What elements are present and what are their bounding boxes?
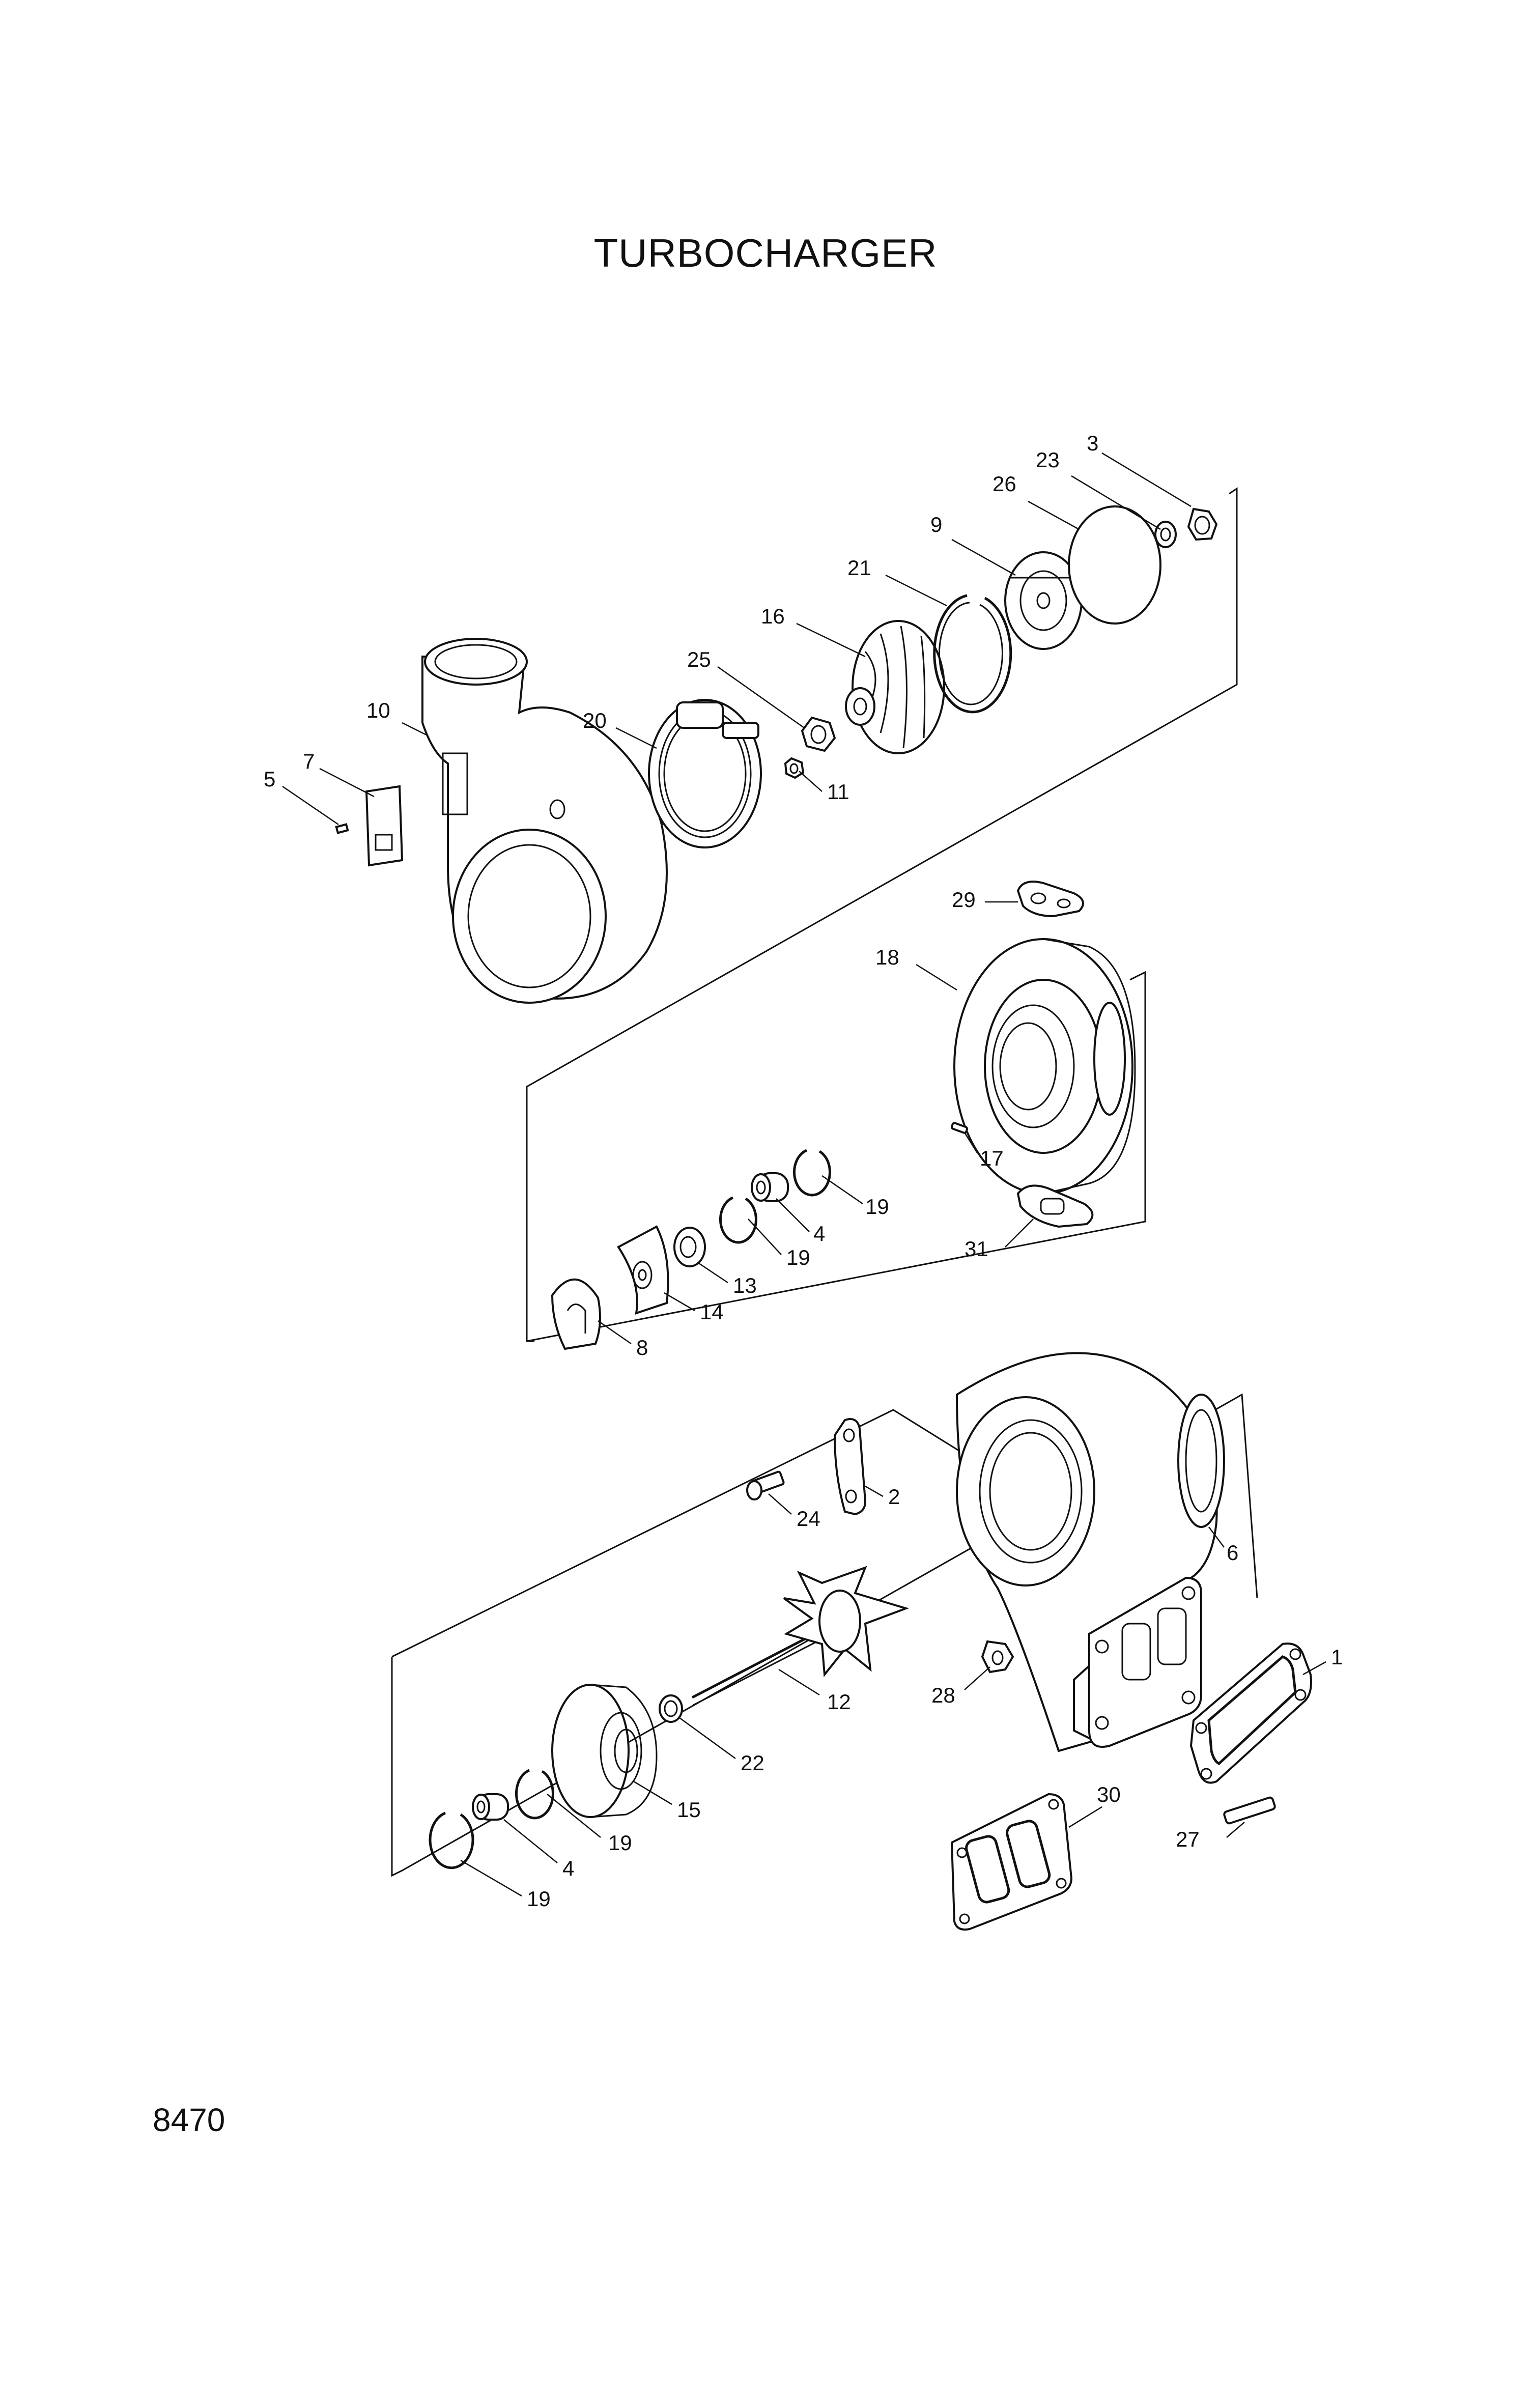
callout-labels: 3 23 26 9 21 16 25 20 10 7 5 11 29 18 17… [264, 431, 1343, 1911]
callout-2: 2 [888, 1485, 900, 1509]
callout-19-middle-left: 19 [786, 1245, 810, 1269]
callout-5: 5 [264, 767, 275, 791]
callout-18: 18 [875, 945, 899, 969]
lock-nut [784, 757, 805, 779]
callout-25: 25 [687, 647, 711, 671]
piston-ring [659, 1694, 683, 1723]
callout-30: 30 [1097, 1782, 1121, 1806]
locating-pin [950, 1122, 969, 1134]
retaining-ring-lower-left [429, 1811, 474, 1869]
thrust-bearing [617, 1225, 669, 1315]
drive-screw [335, 823, 349, 834]
page-number: 8470 [153, 2102, 225, 2138]
callout-7: 7 [303, 749, 315, 773]
thrust-collar [673, 1227, 706, 1267]
callout-24: 24 [797, 1507, 820, 1531]
retaining-ring-large [933, 594, 1012, 714]
callout-31: 31 [965, 1237, 988, 1261]
callout-27: 27 [1176, 1827, 1200, 1851]
callout-10: 10 [366, 698, 390, 722]
center-housing [953, 938, 1136, 1195]
name-plate [365, 785, 404, 867]
callout-17: 17 [980, 1146, 1004, 1170]
callout-21: 21 [847, 556, 871, 580]
callout-29: 29 [952, 888, 976, 912]
group-boundary-middle [526, 971, 1146, 1342]
callout-28: 28 [931, 1683, 955, 1707]
v-band-clamp [648, 699, 762, 848]
heat-shield-seal-plate [551, 1684, 658, 1818]
retaining-ring-lower-right [515, 1769, 554, 1820]
callout-16: 16 [761, 604, 785, 628]
flange-nut [981, 1640, 1014, 1674]
clamp-plate [833, 1418, 867, 1516]
callout-13: 13 [733, 1273, 757, 1297]
compressor-insert [1004, 551, 1083, 650]
group-boundary-lower [391, 1393, 1258, 1877]
callout-12: 12 [827, 1690, 851, 1714]
turbine-housing [955, 1352, 1225, 1752]
cap-screw [746, 1470, 785, 1500]
compressor-wheel [845, 620, 945, 754]
callout-20: 20 [583, 709, 607, 732]
callout-26: 26 [993, 472, 1016, 496]
oil-inlet-gasket [1016, 881, 1084, 918]
callout-23: 23 [1036, 448, 1060, 472]
callout-19-middle-right: 19 [865, 1195, 889, 1219]
callout-15: 15 [677, 1798, 701, 1822]
callout-19-lower-left: 19 [527, 1887, 551, 1911]
leader-lines [282, 452, 1326, 1897]
callout-9: 9 [930, 513, 942, 536]
oil-outlet-gasket [1016, 1184, 1094, 1228]
callout-4-lower: 4 [562, 1856, 574, 1880]
stud [1223, 1796, 1276, 1825]
journal-bearing-middle [751, 1172, 789, 1202]
callout-1: 1 [1331, 1645, 1343, 1669]
callout-8: 8 [636, 1336, 648, 1359]
sealing-washer [1154, 521, 1177, 548]
turbine-inlet-gasket [1189, 1642, 1312, 1784]
retaining-ring-middle-left [719, 1196, 757, 1244]
turbine-wheel-and-shaft [691, 1566, 910, 1706]
callout-14: 14 [700, 1300, 724, 1324]
diagram-title: TURBOCHARGER [593, 231, 938, 275]
o-ring-large [1068, 505, 1161, 625]
exhaust-gasket [950, 1793, 1073, 1931]
impeller-nut [801, 716, 836, 752]
journal-bearing-lower [472, 1793, 509, 1821]
callout-11: 11 [827, 780, 849, 804]
compressor-housing [421, 638, 668, 1004]
callout-19-lower-right: 19 [608, 1831, 632, 1855]
callout-6: 6 [1227, 1541, 1238, 1565]
oil-deflector [551, 1278, 601, 1350]
callout-4-middle: 4 [813, 1222, 825, 1245]
callout-22: 22 [741, 1751, 764, 1775]
plug [1187, 507, 1218, 541]
retaining-ring-middle-right [792, 1149, 831, 1197]
callout-3: 3 [1087, 431, 1098, 455]
